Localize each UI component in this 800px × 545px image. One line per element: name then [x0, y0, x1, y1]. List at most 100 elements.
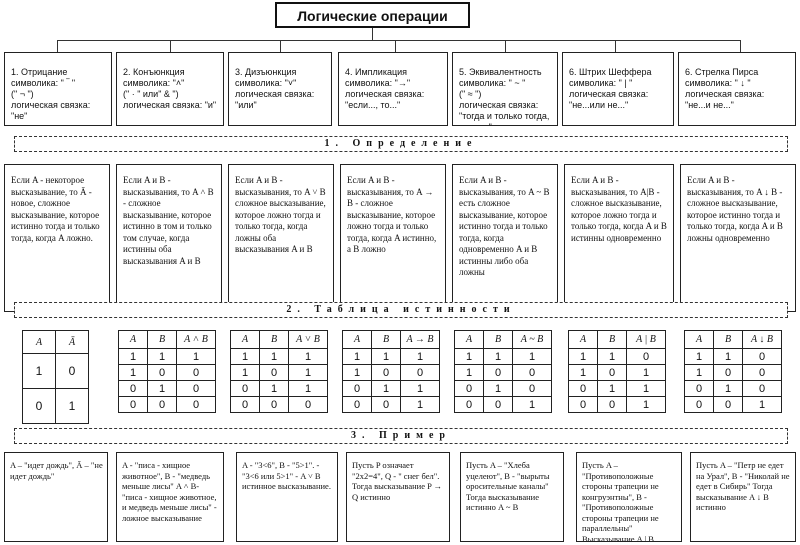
connector-line [170, 40, 171, 52]
table-cell: 0 [568, 396, 598, 413]
connector-line [395, 40, 396, 52]
table-cell: 0 [568, 380, 598, 397]
table-header-cell: A [568, 330, 598, 349]
table-cell: 1 [230, 348, 260, 365]
table-cell: 1 [371, 348, 401, 365]
table-cell: 1 [626, 380, 666, 397]
definition-sheffer: Если A и B - высказывания, то A|B - слож… [564, 164, 674, 312]
table-cell: 0 [684, 396, 714, 413]
op-connective: логическая связка: "тогда и только тогда… [459, 100, 550, 125]
table-cell: 0 [597, 364, 627, 381]
table-cell: 1 [400, 380, 440, 397]
connector-line [57, 40, 740, 41]
table-cell: 1 [454, 364, 484, 381]
table-cell: 0 [454, 380, 484, 397]
connector-line [505, 40, 506, 52]
op-label: 4. Импликация [345, 67, 408, 77]
op-symbol: символика: " ~ " [459, 78, 526, 88]
table-header-cell: A | B [626, 330, 666, 349]
op-conjunction: 2. Конъюнкция символика: "˄" (" · " или"… [116, 52, 224, 126]
table-cell: 1 [742, 396, 782, 413]
table-header-cell: B [371, 330, 401, 349]
op-symbol-alt: (" ≈ ") [459, 89, 482, 99]
definition-negation: Если A - некоторое высказывание, то Ā - … [4, 164, 110, 312]
table-cell: 1 [118, 364, 148, 381]
example-sheffer: Пусть A – "Противоположные стороны трапе… [576, 452, 682, 542]
op-connective-label: логическая связка: [685, 89, 765, 99]
table-cell: 0 [400, 364, 440, 381]
op-symbol: символика: " | " [569, 78, 633, 88]
table-cell: 1 [400, 348, 440, 365]
definition-implication: Если A и B - высказывания, то A → B - сл… [340, 164, 446, 312]
table-cell: 1 [684, 364, 714, 381]
op-symbol-alt: (" · " или" & ") [123, 89, 179, 99]
table-header-cell: Ā [55, 330, 89, 354]
connector-line [57, 40, 58, 52]
table-header-cell: A → B [400, 330, 440, 349]
table-cell: 1 [22, 353, 56, 389]
table-cell: 1 [483, 380, 513, 397]
table-cell: 0 [713, 396, 743, 413]
table-cell: 1 [626, 364, 666, 381]
table-cell: 0 [22, 388, 56, 424]
op-symbol: символика: "→" [345, 78, 411, 88]
table-cell: 0 [230, 380, 260, 397]
table-cell: 1 [400, 396, 440, 413]
table-cell: 1 [176, 348, 216, 365]
table-cell: 1 [147, 380, 177, 397]
table-cell: 0 [742, 348, 782, 365]
table-row: 1 0 [22, 353, 89, 389]
table-cell: 0 [176, 364, 216, 381]
table-header-cell: B [483, 330, 513, 349]
table-cell: 1 [342, 348, 372, 365]
table-cell: 1 [288, 364, 328, 381]
table-cell: 1 [454, 348, 484, 365]
table-cell: 0 [342, 380, 372, 397]
op-label: 6. Штрих Шеффера [569, 67, 652, 77]
connector-line [740, 40, 741, 52]
table-cell: 0 [483, 364, 513, 381]
op-equivalence: 5. Эквивалентность символика: " ~ " (" ≈… [452, 52, 558, 126]
op-connective-label: логическая связка: [569, 89, 649, 99]
table-header-cell: A ˄ B [176, 330, 216, 349]
table-header-cell: A ↓ B [742, 330, 782, 349]
table-cell: 0 [742, 364, 782, 381]
table-cell: 1 [288, 380, 328, 397]
table-header-cell: A [118, 330, 148, 349]
table-cell: 1 [626, 396, 666, 413]
op-connective: логическая связка: "и" [123, 100, 217, 110]
table-row: 0 1 [22, 388, 89, 424]
table-cell: 1 [55, 388, 89, 424]
definition-equivalence: Если A и B - высказывания, то A ~ B есть… [452, 164, 558, 312]
op-connective: "или" [235, 100, 257, 110]
op-connective: логическая связка: "не" [11, 100, 91, 121]
example-conjunction: A - "писа - хищное животное", B - "медве… [116, 452, 224, 542]
table-cell: 0 [176, 380, 216, 397]
table-cell: 0 [371, 396, 401, 413]
table-cell: 1 [371, 380, 401, 397]
table-cell: 1 [597, 348, 627, 365]
table-cell: 0 [483, 396, 513, 413]
table-cell: 0 [230, 396, 260, 413]
op-peirce: 6. Стрелка Пирса символика: " ↓ " логиче… [678, 52, 796, 126]
table-cell: 1 [597, 380, 627, 397]
table-cell: 1 [288, 348, 328, 365]
table-cell: 0 [288, 396, 328, 413]
